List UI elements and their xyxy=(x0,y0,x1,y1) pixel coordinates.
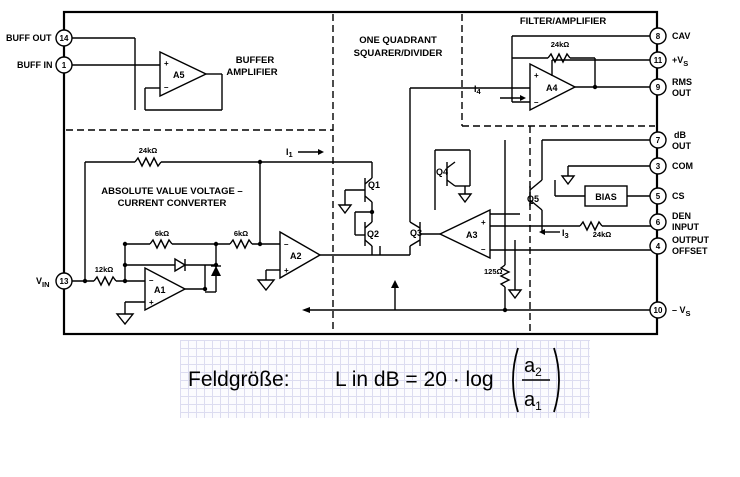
squarer-title-1: ONE QUADRANT xyxy=(359,35,437,46)
amp-a3-label: A3 xyxy=(466,230,478,240)
pin-7: 7 dB OUT xyxy=(649,130,692,151)
amp-a4-label: A4 xyxy=(546,83,558,93)
svg-text:7: 7 xyxy=(656,136,661,145)
pin-13: VIN 13 xyxy=(36,272,73,290)
pin-10: 10 – VS xyxy=(649,301,691,319)
amp-a5-label: A5 xyxy=(173,70,185,80)
pin-9-label2: OUT xyxy=(672,88,692,98)
svg-text:+: + xyxy=(284,266,289,275)
svg-text:+: + xyxy=(164,59,169,68)
svg-text:–: – xyxy=(481,245,486,254)
pin-1-label: BUFF IN xyxy=(17,60,53,70)
squarer-title-2: SQUARER/DIVIDER xyxy=(354,48,443,59)
pin-1-number: 1 xyxy=(62,61,67,70)
svg-text:4: 4 xyxy=(656,242,661,251)
q5-label: Q5 xyxy=(527,194,539,204)
squarer-circuit: Q1 Q2 Q3 xyxy=(302,87,655,313)
formula-expression: L in dB = 20 · log xyxy=(335,368,494,391)
amp-a2-label: A2 xyxy=(290,251,302,261)
block-dividers xyxy=(66,14,655,332)
pin-11: 11 +VS xyxy=(649,51,688,69)
pin-14: BUFF OUT 14 xyxy=(6,29,135,47)
pin-3: 3 COM xyxy=(649,157,693,175)
q2-label: Q2 xyxy=(367,229,379,239)
pin-4: 4 OUTPUT OFFSET xyxy=(649,235,710,256)
svg-text:+: + xyxy=(481,218,486,227)
svg-text:11: 11 xyxy=(654,56,663,65)
svg-text:+: + xyxy=(534,71,539,80)
pin-13-label: VIN xyxy=(36,276,50,289)
pin-7-label2: OUT xyxy=(672,141,692,151)
buffer-title-1: BUFFER xyxy=(236,55,275,66)
pin-6: 6 DEN INPUT xyxy=(649,211,700,232)
res-6k-left: 6kΩ xyxy=(155,229,169,238)
pin-8: 8 CAV xyxy=(649,27,690,45)
pin-8-label: CAV xyxy=(672,31,690,41)
pin-1: BUFF IN 1 xyxy=(17,56,160,74)
res-12k: 12kΩ xyxy=(95,265,114,274)
res-125: 125Ω xyxy=(484,267,503,276)
svg-text:10: 10 xyxy=(654,306,663,315)
pin-7-label: dB xyxy=(674,130,686,140)
res-24k-top: 24kΩ xyxy=(139,146,158,155)
q3-label: Q3 xyxy=(410,228,422,238)
svg-text:6: 6 xyxy=(656,218,661,227)
svg-text:–: – xyxy=(284,240,289,249)
svg-text:–: – xyxy=(164,83,169,92)
svg-text:5: 5 xyxy=(656,192,661,201)
filter-circuit: + – A3 Q4 125Ω I3 Q5 xyxy=(434,35,655,313)
pin-13-number: 13 xyxy=(60,277,69,286)
current-i4: I4 xyxy=(474,84,482,96)
pin-10-label: – VS xyxy=(672,305,691,318)
buffer-title-2: AMPLIFIER xyxy=(226,67,277,78)
svg-text:3: 3 xyxy=(656,162,661,171)
current-i3: I3 xyxy=(562,228,569,240)
svg-text:–: – xyxy=(534,98,539,107)
amp-a1-label: A1 xyxy=(154,285,166,295)
pin-6-label: DEN xyxy=(672,211,691,221)
pin-5-label: CS xyxy=(672,191,685,201)
svg-text:8: 8 xyxy=(656,32,661,41)
formula-prefix: Feldgröße: xyxy=(188,368,290,391)
converter-title-2: CURRENT CONVERTER xyxy=(118,198,227,209)
q4-label: Q4 xyxy=(436,167,448,177)
q1-label: Q1 xyxy=(368,180,380,190)
pin-11-label: +VS xyxy=(672,55,688,68)
formula-numerator: a2 xyxy=(524,355,542,379)
svg-text:–: – xyxy=(149,276,154,285)
pin-3-label: COM xyxy=(672,161,693,171)
pin-14-label: BUFF OUT xyxy=(6,33,52,43)
formula-fraction: a2 a1 xyxy=(512,347,560,413)
pin-14-number: 14 xyxy=(60,34,69,43)
buffer-amp-a5: + – A5 xyxy=(134,38,223,111)
svg-text:+: + xyxy=(149,298,154,307)
bias-label: BIAS xyxy=(595,192,617,202)
pin-9-label: RMS xyxy=(672,77,692,87)
pin-4-label2: OFFSET xyxy=(672,246,708,256)
res-6k-right: 6kΩ xyxy=(234,229,248,238)
pin-4-label: OUTPUT xyxy=(672,235,710,245)
res-24k-den: 24kΩ xyxy=(593,230,612,239)
converter-circuit: 24kΩ 12kΩ – + A1 6kΩ xyxy=(72,146,380,326)
formula-denominator: a1 xyxy=(524,389,542,413)
formula-box: Feldgröße: L in dB = 20 · log a2 a1 xyxy=(180,340,590,418)
filter-title: FILTER/AMPLIFIER xyxy=(520,16,607,27)
current-i1: I1 xyxy=(286,147,293,159)
pin-5: 5 CS xyxy=(649,187,685,205)
res-24k-filter: 24kΩ xyxy=(551,40,570,49)
svg-text:9: 9 xyxy=(656,83,661,92)
pin-9: 9 RMS OUT xyxy=(649,77,692,98)
converter-title-1: ABSOLUTE VALUE VOLTAGE – xyxy=(101,186,242,197)
pin-6-label2: INPUT xyxy=(672,222,700,232)
